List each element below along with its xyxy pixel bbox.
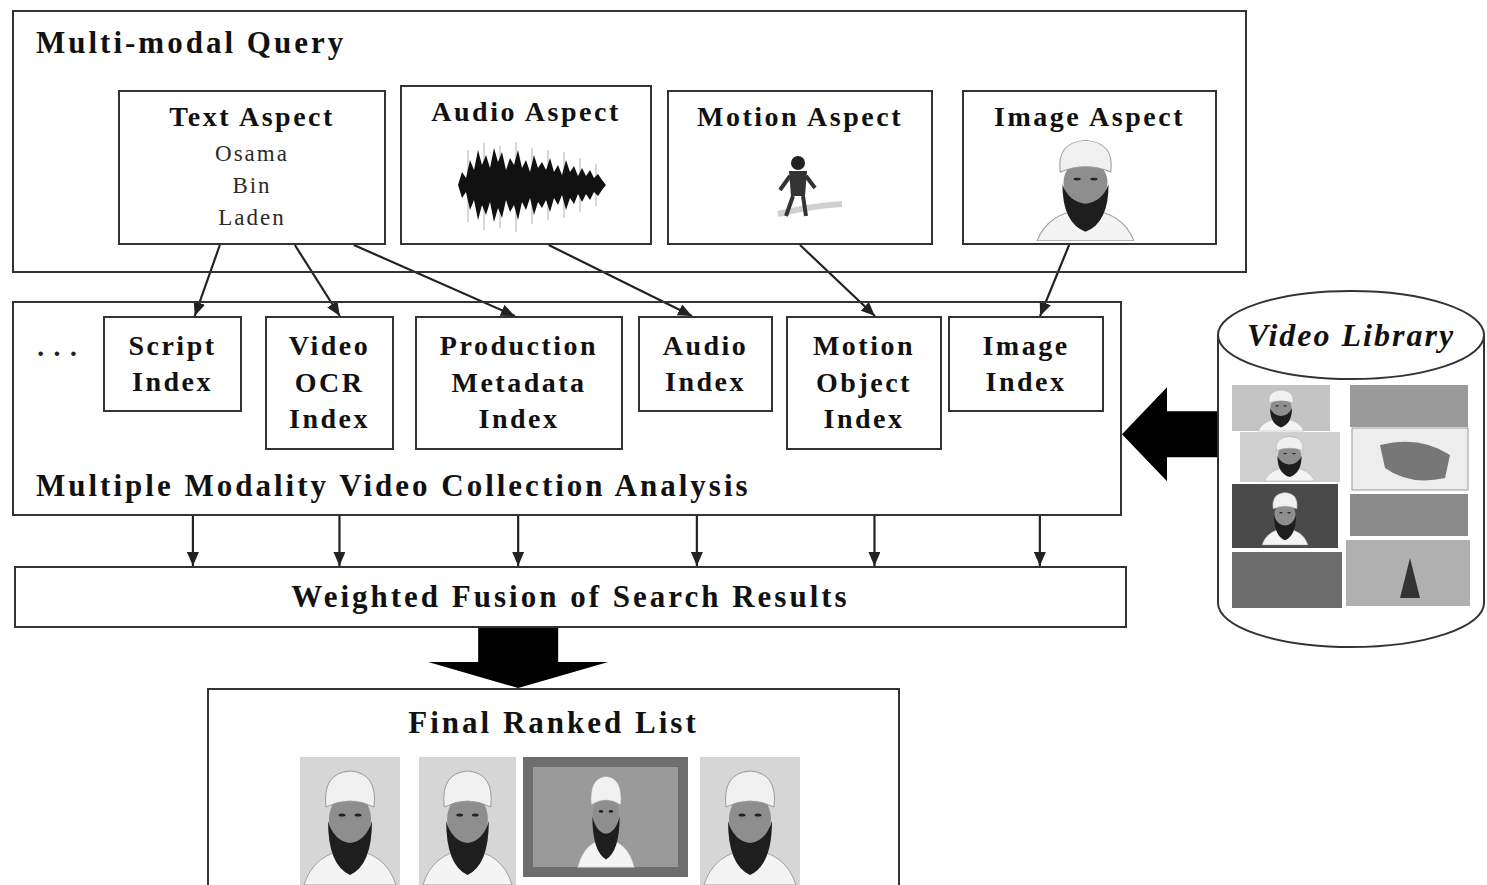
connectors xyxy=(193,245,1217,688)
arrow-connector xyxy=(549,245,692,316)
aspect-box: Motion Aspect xyxy=(667,90,933,245)
aspect-text: Image Aspect xyxy=(994,100,1185,134)
index-box: Image Index xyxy=(948,316,1104,412)
motion-figure xyxy=(778,156,842,216)
thumbnail xyxy=(1350,494,1468,536)
index-box: Production Metadata Index xyxy=(415,316,623,450)
library-thumbnails xyxy=(1232,385,1470,608)
aspect-text: Motion Aspect xyxy=(697,100,903,134)
index-box: Audio Index xyxy=(638,316,773,412)
result-photo xyxy=(700,757,800,885)
panel-title: Multi-modal Query xyxy=(36,24,346,61)
arrow-connector xyxy=(800,245,875,316)
query-face-image xyxy=(1037,140,1134,240)
arrow-connector xyxy=(873,516,875,566)
result-scene xyxy=(533,767,678,867)
figure-body xyxy=(789,171,807,196)
arrow-connector xyxy=(338,516,340,566)
thumbnail-face xyxy=(1258,390,1304,431)
thumbnail-object xyxy=(1400,558,1420,598)
result-photo xyxy=(419,757,516,885)
index-box: Script Index xyxy=(103,316,242,412)
thumbnail xyxy=(1232,385,1330,431)
arrow-connector xyxy=(195,245,220,316)
analysis-panel: Multiple Modality Video Collection Analy… xyxy=(12,301,1122,516)
cylinder-body xyxy=(1218,335,1484,647)
ranked-results xyxy=(300,757,800,885)
arrow-connector xyxy=(517,516,519,566)
fusion-band: Weighted Fusion of Search Results xyxy=(14,566,1127,628)
aspect-box: Text AspectOsama Bin Laden xyxy=(118,90,386,245)
library-title: Video Library xyxy=(1247,316,1455,354)
aspect-box: Audio Aspect xyxy=(400,85,652,245)
panel-title: Final Ranked List xyxy=(408,704,698,741)
index-label: Audio Index xyxy=(656,328,756,401)
index-label: Image Index xyxy=(971,328,1081,401)
thumbnail xyxy=(1232,484,1338,548)
arrow-connector xyxy=(1040,245,1069,316)
audio-waveform xyxy=(458,142,606,232)
figure-limbs xyxy=(780,176,815,216)
arrow-connector xyxy=(1039,516,1041,566)
panel-title: Multiple Modality Video Collection Analy… xyxy=(36,467,751,504)
thumbnail xyxy=(1346,540,1470,606)
aspect-text: Osama Bin Laden xyxy=(212,138,292,234)
thumbnail xyxy=(1240,432,1340,482)
figure-head xyxy=(791,156,805,170)
query-panel: Multi-modal QueryText AspectOsama Bin La… xyxy=(12,10,1247,273)
thumbnail-face xyxy=(1264,436,1315,480)
index-box: Video OCR Index xyxy=(265,316,394,450)
arrow-connector xyxy=(696,516,698,566)
arrow-connector xyxy=(192,516,194,566)
thumbnail xyxy=(1350,385,1468,427)
index-box: Motion Object Index xyxy=(786,316,942,450)
index-label: Production Metadata Index xyxy=(437,328,602,437)
index-label: Video OCR Index xyxy=(280,328,380,437)
aspect-text: Text Aspect xyxy=(169,100,335,134)
aspect-box: Image Aspect xyxy=(962,90,1217,245)
arrow-connector xyxy=(295,245,340,316)
flow-arrow xyxy=(428,628,608,688)
ellipsis-label: · · · xyxy=(36,338,78,370)
flow-arrow xyxy=(1122,387,1217,481)
result-face xyxy=(577,776,634,867)
thumbnail xyxy=(1232,552,1342,608)
library-cylinder: Video Library xyxy=(1217,290,1485,648)
band-title: Weighted Fusion of Search Results xyxy=(291,578,849,615)
aspect-text: Audio Aspect xyxy=(431,95,620,129)
result-photo xyxy=(300,757,400,885)
index-label: Motion Object Index xyxy=(804,328,924,437)
thumbnail-object xyxy=(1380,442,1450,481)
thumbnail-face xyxy=(1262,492,1308,544)
thumbnail xyxy=(1352,428,1468,490)
result-photo xyxy=(523,757,688,877)
cylinder-top xyxy=(1218,291,1484,379)
index-label: Script Index xyxy=(123,328,223,401)
result-panel: Final Ranked List xyxy=(207,688,900,885)
arrow-connector xyxy=(354,245,515,316)
waveform-body xyxy=(458,148,606,222)
